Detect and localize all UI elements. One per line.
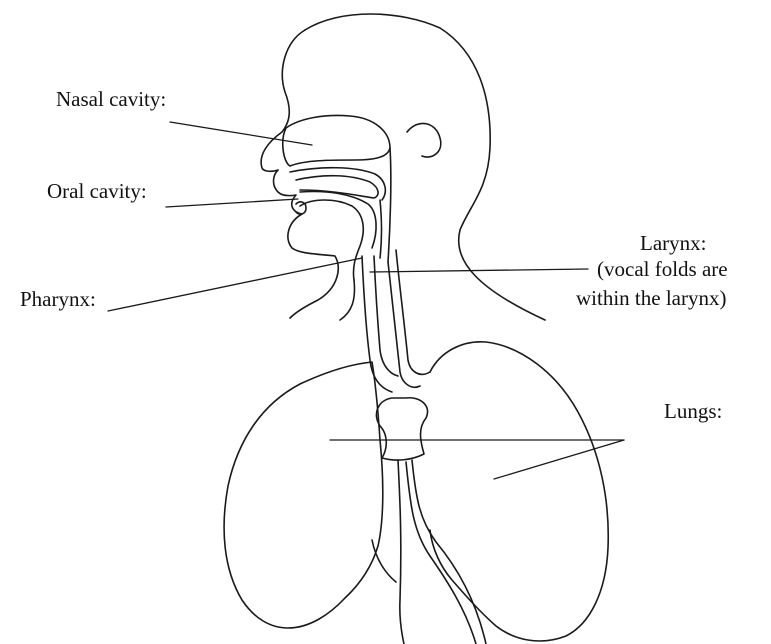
- descending-tube-inner: [406, 462, 476, 644]
- trachea-left-wall: [362, 256, 392, 392]
- palate-lower-line: [296, 176, 378, 198]
- ear-outline: [407, 123, 441, 157]
- larynx-note-line-1: (vocal folds are: [597, 257, 728, 281]
- esophagus-right-wall: [396, 250, 430, 374]
- neck-front-outline: [340, 280, 354, 320]
- descending-tube-left: [398, 460, 404, 644]
- nasal-cavity-shape: [283, 116, 390, 167]
- descending-tube-right: [412, 460, 486, 644]
- left-lung-medial-edge: [372, 540, 396, 582]
- lungs-leader-right: [494, 440, 624, 479]
- nasal-cavity-label: Nasal cavity:: [56, 87, 166, 111]
- oral-cavity-label: Oral cavity:: [47, 179, 147, 203]
- pharynx-label: Pharynx:: [20, 287, 96, 311]
- oral-cavity-shape: [300, 192, 376, 249]
- tongue-outline: [300, 200, 363, 280]
- lungs-label: Lungs:: [664, 399, 722, 423]
- carina-structure: [376, 398, 427, 460]
- lips-outline: [296, 202, 306, 214]
- larynx-leader: [370, 269, 588, 272]
- palate-upper-line: [290, 168, 385, 200]
- pharynx-leader: [108, 258, 362, 311]
- face-outline: [261, 30, 338, 318]
- nasopharynx-back-wall: [388, 148, 391, 262]
- head-profile-outline: [305, 14, 545, 320]
- nasopharynx-inner-wall: [380, 200, 382, 258]
- right-lung-outline: [430, 342, 608, 641]
- left-lung-outline: [224, 362, 383, 628]
- larynx-note-line-2: within the larynx): [576, 286, 726, 310]
- larynx-label: Larynx:: [640, 231, 706, 255]
- oral-cavity-leader: [166, 199, 298, 207]
